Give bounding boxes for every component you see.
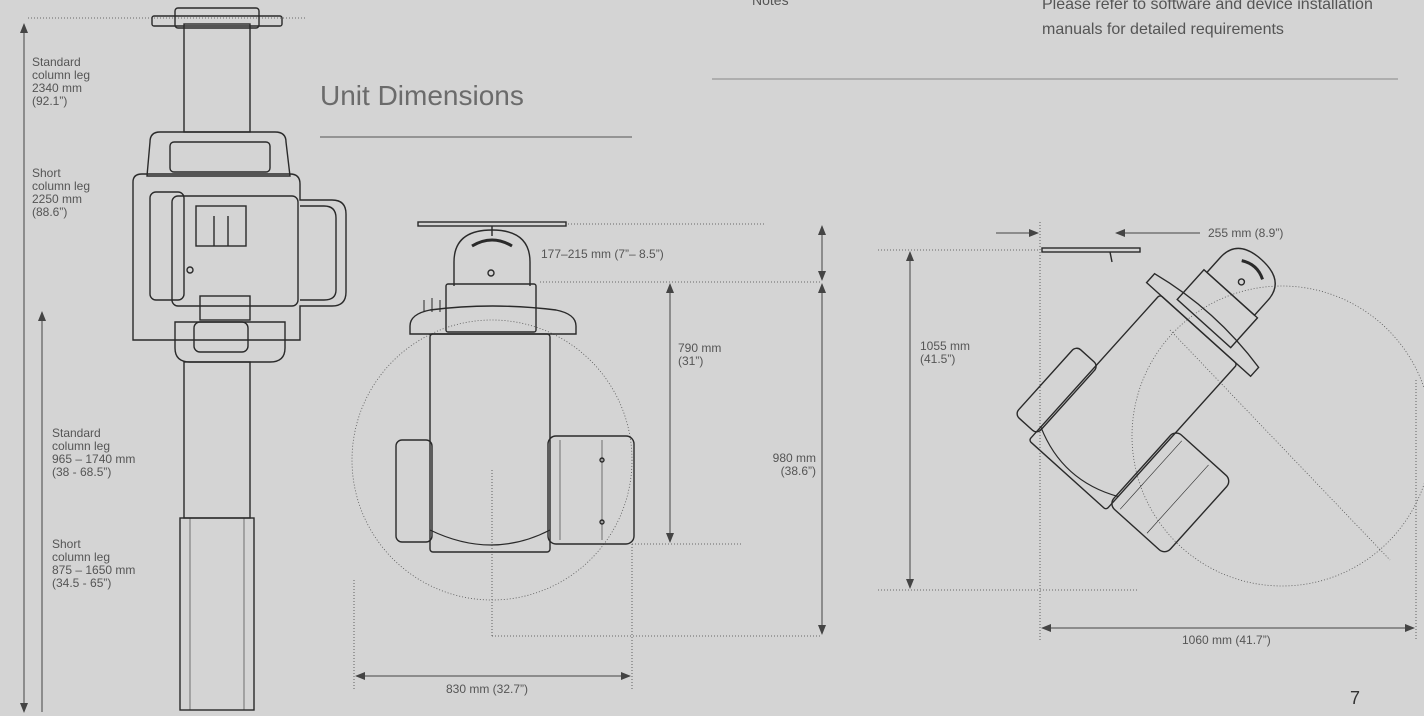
label-standard-leg-range: Standard column leg 965 – 1740 mm (38 - … — [52, 426, 136, 479]
label-short-leg-range: Short column leg 875 – 1650 mm (34.5 - 6… — [52, 537, 136, 590]
label-standard-leg-total: Standard column leg 2340 mm (92.1”) — [32, 55, 91, 108]
label-head-width: 177–215 mm (7”– 8.5”) — [541, 247, 664, 261]
label-depth-790: 790 mm (31”) — [678, 341, 722, 368]
rotated-view-dimensions — [878, 222, 1417, 640]
page-number: 7 — [1350, 688, 1361, 708]
label-depth-1055: 1055 mm (41.5”) — [920, 339, 971, 366]
section-title: Unit Dimensions — [320, 80, 524, 111]
rotated-view-unit — [1016, 247, 1424, 587]
side-view-dimensions — [20, 17, 306, 713]
label-offset-255: 255 mm (8.9”) — [1208, 226, 1284, 240]
top-view-unit — [351, 221, 635, 601]
side-view-unit — [132, 7, 347, 711]
label-width-830: 830 mm (32.7”) — [446, 682, 529, 696]
notes-label: Notes — [752, 0, 789, 8]
notes-text: Please refer to software and device inst… — [1042, 0, 1373, 38]
label-width-1060: 1060 mm (41.7”) — [1182, 633, 1271, 647]
top-view-dimensions — [353, 223, 826, 690]
label-depth-980: 980 mm (38.6”) — [772, 451, 816, 478]
label-short-leg-total: Short column leg 2250 mm (88.6”) — [32, 166, 91, 219]
